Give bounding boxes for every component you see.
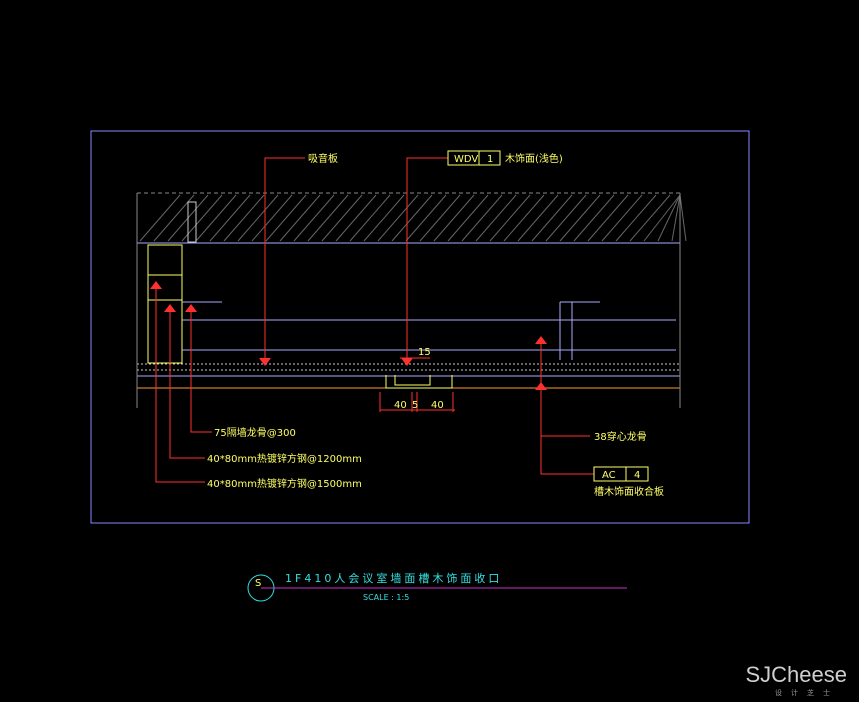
reveal-detail: [385, 375, 453, 389]
watermark-brand: SJCheese: [745, 662, 847, 687]
hatch-line: [293, 194, 335, 242]
hatch-line: [419, 194, 461, 242]
dim-40b: 40: [431, 400, 444, 411]
hatch-line: [489, 194, 531, 242]
hatch-line: [545, 194, 587, 242]
tag1-num: 1: [487, 154, 493, 165]
hatch-line: [475, 194, 517, 242]
hatch-line: [433, 194, 475, 242]
leaders: [155, 157, 594, 483]
tag2-text: 槽木饰面收合板: [594, 485, 664, 498]
hatch-line: [279, 194, 321, 242]
hatch-line: [587, 194, 629, 242]
hatch-line: [265, 194, 307, 242]
hatch-line: [321, 194, 363, 242]
label-steel2: 40*80mm热镀锌方钢@1500mm: [207, 477, 362, 490]
tag1-text: 木饰面(浅色): [505, 152, 563, 165]
drawing-frame: [90, 130, 750, 524]
arrowheads: [150, 281, 547, 390]
tag-boxes: [447, 150, 649, 482]
hatch-line: [615, 194, 657, 242]
ceiling-layers: [136, 193, 681, 408]
hatch-line: [679, 194, 687, 242]
label-steel1: 40*80mm热镀锌方钢@1200mm: [207, 452, 362, 465]
hatch-line: [391, 194, 433, 242]
hatch-line: [657, 194, 681, 242]
slab-hatch: [137, 192, 687, 244]
hatch-line: [531, 194, 573, 242]
hatch-line: [377, 194, 419, 242]
hatch-line: [307, 194, 349, 242]
drawing-scale: SCALE : 1:5: [363, 593, 409, 602]
hatch-line: [237, 194, 279, 242]
hatch-line: [363, 194, 405, 242]
dim-5: 5: [412, 400, 418, 411]
hatch-line: [629, 194, 671, 242]
hatch-line: [153, 194, 195, 242]
hatch-line: [601, 194, 643, 242]
hatch-line: [209, 194, 251, 242]
hatch-line: [671, 194, 681, 242]
tag1-code: WDV: [454, 154, 478, 165]
title-symbol: S: [255, 578, 261, 589]
dim-15: 15: [418, 347, 431, 358]
hatch-line: [251, 194, 293, 242]
watermark-sub: 设计芝士: [775, 689, 839, 697]
hatch-line: [643, 194, 681, 242]
drawing-title: 1F410人会议室墙面槽木饰面收口: [285, 571, 502, 585]
hatch-line: [349, 194, 391, 242]
hatch-line: [195, 194, 237, 242]
hatch-line: [405, 194, 447, 242]
hatch-line: [335, 194, 377, 242]
hatch-line: [503, 194, 545, 242]
hatch-line: [573, 194, 615, 242]
dim-40a: 40: [394, 400, 407, 411]
tag2-num: 4: [634, 470, 640, 481]
tag2-code: AC: [602, 470, 616, 481]
label-keel38: 38穿心龙骨: [594, 430, 647, 443]
hatch-line: [181, 194, 223, 242]
hatch-line: [559, 194, 601, 242]
steel-members: [147, 201, 197, 364]
hatch-line: [517, 194, 559, 242]
hatch-line: [139, 194, 181, 242]
label-stud: 75隔墙龙骨@300: [214, 426, 296, 439]
hatch-line: [461, 194, 503, 242]
hatch-line: [223, 194, 265, 242]
label-top-left: 吸音板: [308, 152, 338, 165]
hatch-line: [447, 194, 489, 242]
